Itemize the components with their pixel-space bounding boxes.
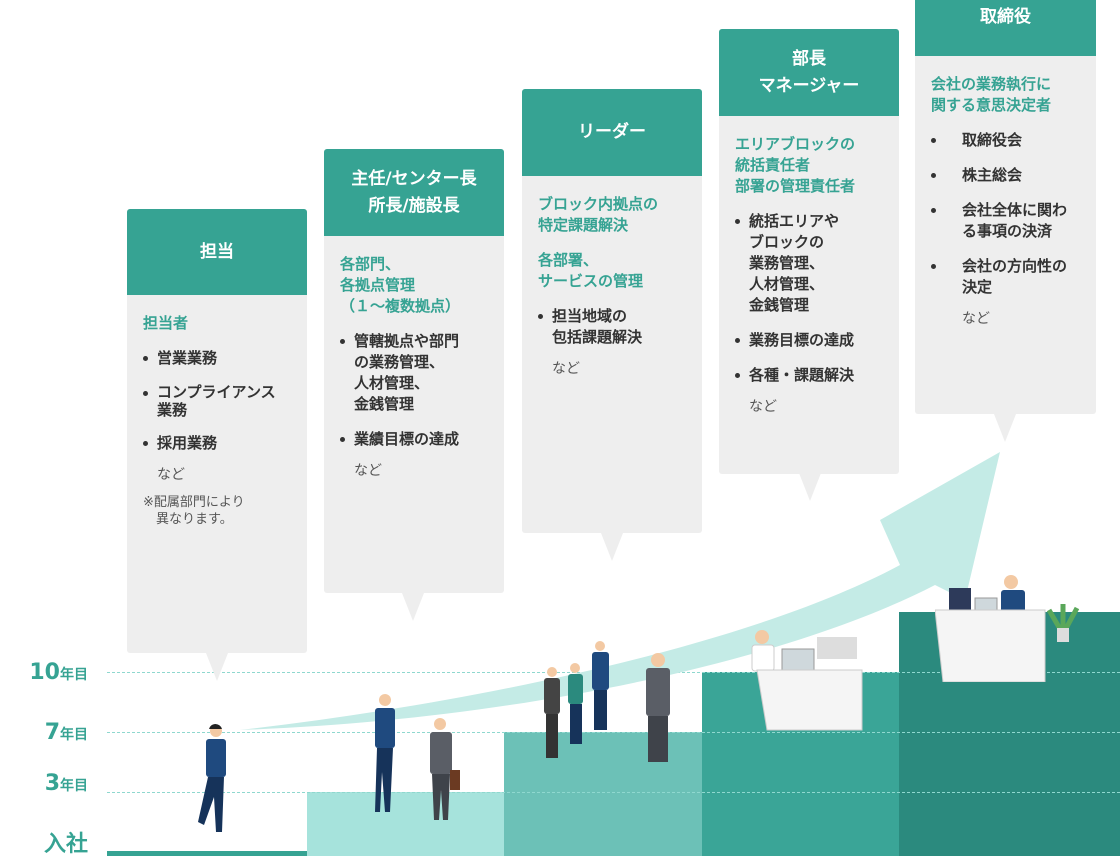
year-unit: 年目 (60, 667, 88, 683)
card-subtitle: 担当者 (143, 314, 189, 332)
list-item: 営業業務 (143, 348, 299, 369)
card-subtitle: 各部門、 各拠点管理 （１～複数拠点） (340, 255, 461, 315)
year-label-7: 7年目 (0, 720, 88, 745)
card-shunin: 主任/センター長所長/施設長 各部門、 各拠点管理 （１～複数拠点） 管轄拠点や… (324, 149, 504, 593)
step-3years (307, 792, 504, 856)
list-item: 統括エリアや ブロックの 業務管理、 人材管理、 金銭管理 (735, 211, 891, 316)
etc-text: など (157, 467, 185, 483)
year-number: 3 (44, 771, 60, 796)
manager-desk-illustration (751, 630, 863, 731)
list-item: 会社の方向性の 決定 (931, 256, 1088, 298)
year-number: 7 (44, 720, 60, 745)
card-pointer (994, 414, 1016, 442)
gridline-7 (107, 732, 1120, 733)
card-pointer (799, 473, 821, 501)
list-item: 業務目標の達成 (735, 330, 891, 351)
list-item: 担当地域の 包括課題解決 (538, 306, 694, 348)
etc-text: など (552, 361, 580, 377)
card-pointer (402, 593, 424, 621)
walking-employee-illustration (198, 723, 226, 832)
year-label-3: 3年目 (0, 771, 88, 796)
card-pointer (601, 533, 623, 561)
card-title: 部長マネージャー (719, 29, 899, 116)
list-item: コンプライアンス 業務 (143, 383, 299, 419)
card-leader: リーダー ブロック内拠点の 特定課題解決 各部署、 サービスの管理 担当地域の … (522, 89, 702, 533)
etc-text: など (962, 311, 990, 327)
title-line: マネージャー (758, 75, 860, 96)
note-text: ※配属部門により 異なります。 (143, 495, 245, 527)
card-title: 主任/センター長所長/施設長 (324, 149, 504, 236)
card-title: リーダー (522, 89, 702, 176)
card-title: 取締役 (915, 0, 1096, 56)
card-subtitle: エリアブロックの 統括責任者 部署の管理責任者 (735, 135, 856, 195)
etc-text: など (354, 463, 382, 479)
year-number: 10 (29, 660, 60, 685)
gridline-3 (107, 792, 1120, 793)
card-tanto: 担当 担当者 営業業務コンプライアンス 業務採用業務 など ※配属部門により 異… (127, 209, 307, 653)
title-line: 部長 (792, 48, 826, 69)
year-unit: 年目 (60, 778, 88, 794)
list-item: 株主総会 (931, 165, 1088, 186)
card-subtitle: ブロック内拠点の 特定課題解決 (538, 195, 659, 234)
card-subtitle: 会社の業務執行に 関する意思決定者 (931, 75, 1052, 114)
title-line: 所長/施設長 (368, 195, 460, 216)
list-item: 取締役会 (931, 130, 1088, 151)
card-subtitle-2: 各部署、 サービスの管理 (538, 251, 644, 290)
team-meeting-illustration (544, 641, 670, 762)
handshake-illustration (375, 694, 460, 820)
step-7years (504, 732, 702, 856)
list-item: 会社全体に関わ る事項の決済 (931, 200, 1088, 242)
step-base (107, 851, 307, 856)
card-manager: 部長マネージャー エリアブロックの 統括責任者 部署の管理責任者 統括エリアや … (719, 29, 899, 474)
list-item: 採用業務 (143, 433, 299, 454)
card-pointer (206, 653, 228, 681)
list-item: 業績目標の達成 (340, 429, 496, 450)
title-line: 主任/センター長 (351, 168, 477, 189)
year-unit: 年目 (60, 727, 88, 743)
year-label-entry: 入社 (43, 832, 88, 857)
year-label-10: 10年目 (0, 660, 88, 685)
executive-desk-illustration (935, 575, 1080, 682)
card-director: 取締役 会社の業務執行に 関する意思決定者 取締役会株主総会会社全体に関わ る事… (915, 0, 1096, 414)
etc-text: など (749, 399, 777, 415)
list-item: 管轄拠点や部門 の業務管理、 人材管理、 金銭管理 (340, 331, 496, 415)
list-item: 各種・課題解決 (735, 365, 891, 386)
card-title: 担当 (127, 209, 307, 295)
